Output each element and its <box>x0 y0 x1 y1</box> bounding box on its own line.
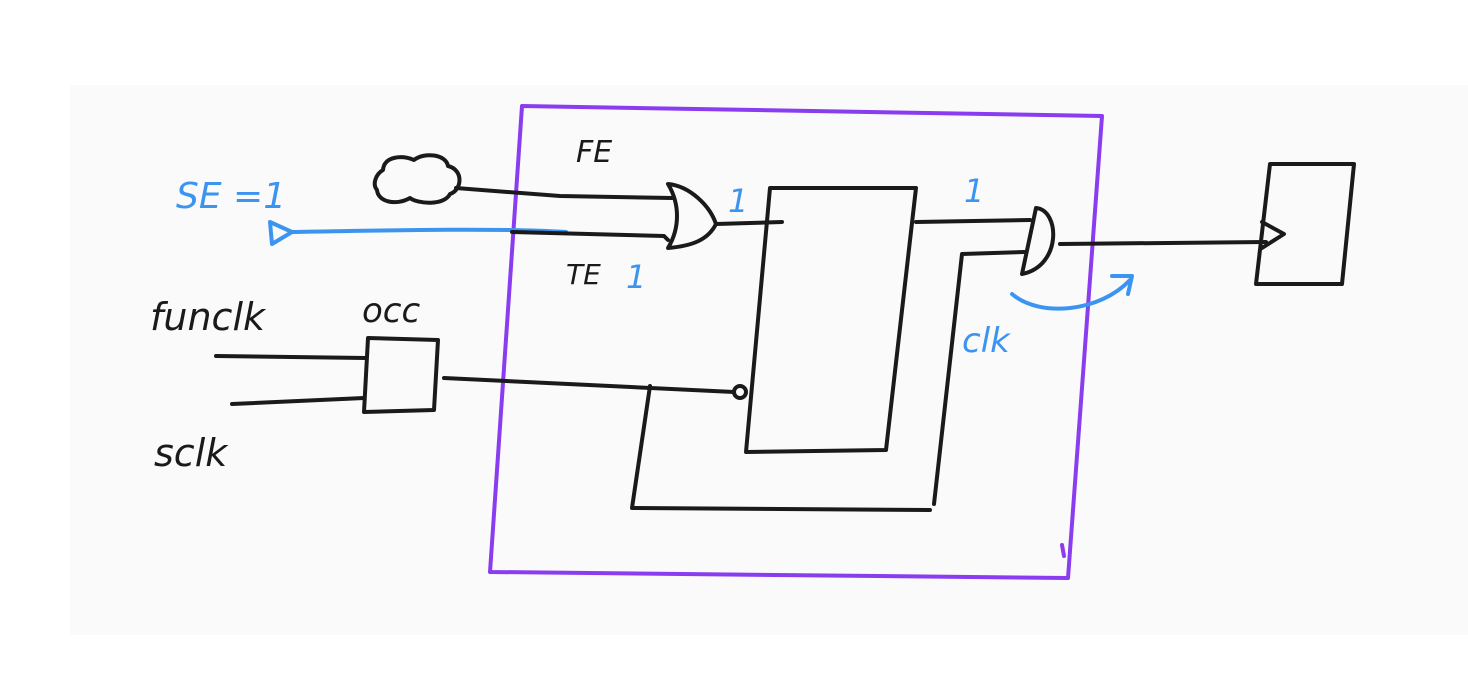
te-label: TE <box>566 258 601 291</box>
or-output-wire <box>714 220 784 226</box>
se-label: SE =1 <box>176 176 286 217</box>
sclk-wire <box>230 396 366 406</box>
sclk-label: sclk <box>154 431 229 475</box>
funclk-wire <box>214 354 368 360</box>
occ-output-wire <box>442 376 736 394</box>
se-input-triangle <box>268 220 294 246</box>
latch-output-wire <box>914 218 1032 224</box>
board-background <box>70 85 1468 635</box>
or-gate <box>666 182 718 250</box>
and-gate <box>1020 206 1056 276</box>
occ-label: occ <box>362 291 420 331</box>
clock-bottom-wire <box>630 384 932 512</box>
boundary-tick <box>1060 543 1066 558</box>
clock-propagation-arrow-head <box>1110 274 1134 296</box>
clk-label: clk <box>962 321 1011 361</box>
funclk-label: funclk <box>150 295 267 339</box>
clock-propagation-arrow <box>1010 278 1132 311</box>
cloud-logic-shape <box>372 153 462 205</box>
downstream-flop <box>1254 162 1356 286</box>
clock-gate-cell-boundary <box>488 104 1104 580</box>
clock-loop-wire <box>932 250 1026 506</box>
te-value-label: 1 <box>626 258 646 296</box>
occ-block <box>362 336 440 414</box>
gated-clock-output-wire <box>1058 240 1268 246</box>
te-wire <box>510 230 670 242</box>
fe-wire <box>454 186 674 200</box>
or-output-value-label: 1 <box>728 182 748 220</box>
fe-label: FE <box>576 135 612 170</box>
latch-block <box>744 186 918 454</box>
flop-clock-triangle <box>1260 220 1286 250</box>
latch-output-value-label: 1 <box>964 172 984 210</box>
